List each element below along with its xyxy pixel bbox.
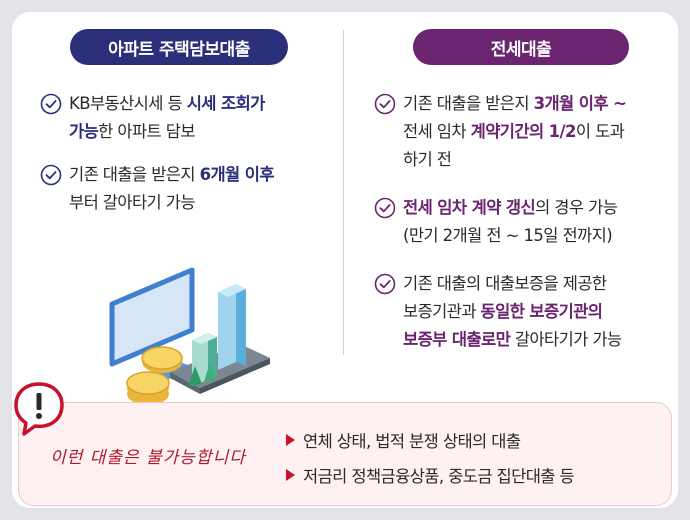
exclamation-bubble-icon bbox=[14, 382, 64, 436]
check-circle-icon bbox=[374, 93, 396, 115]
warning-title: 이런 대출은 불가능합니다 bbox=[50, 448, 246, 468]
warning-box bbox=[18, 402, 672, 506]
left-item-2: 기존 대출을 받은지 6개월 이후 부터 갈아타기 가능 bbox=[40, 161, 275, 217]
left-item-1: KB부동산시세 등 시세 조회가 가능한 아파트 담보 bbox=[40, 90, 265, 146]
monitor-buildings-coins-illustration bbox=[109, 267, 270, 405]
warning-item-2: 저금리 정책금융상품, 중도금 집단대출 등 bbox=[286, 463, 575, 487]
right-item-3: 기존 대출의 대출보증을 제공한 보증기관과 동일한 보증기관의 보증부 대출로… bbox=[374, 270, 622, 354]
apartment-loan-header: 아파트 주택담보대출 bbox=[70, 29, 288, 65]
check-circle-icon bbox=[40, 164, 62, 186]
triangle-bullet-icon bbox=[286, 469, 295, 481]
jeonse-loan-header: 전세대출 bbox=[413, 29, 629, 65]
check-circle-icon bbox=[374, 273, 396, 295]
check-circle-icon bbox=[374, 197, 396, 219]
right-item-1: 기존 대출을 받은지 3개월 이후 ~ 전세 임차 계약기간의 1/2이 도과 … bbox=[374, 90, 627, 174]
warning-item-1: 연체 상태, 법적 분쟁 상태의 대출 bbox=[286, 428, 521, 452]
triangle-bullet-icon bbox=[286, 434, 295, 446]
column-divider bbox=[343, 30, 344, 355]
right-item-2: 전세 임차 계약 갱신의 경우 가능 (만기 2개월 전 ~ 15일 전까지) bbox=[374, 194, 618, 250]
check-circle-icon bbox=[40, 93, 62, 115]
